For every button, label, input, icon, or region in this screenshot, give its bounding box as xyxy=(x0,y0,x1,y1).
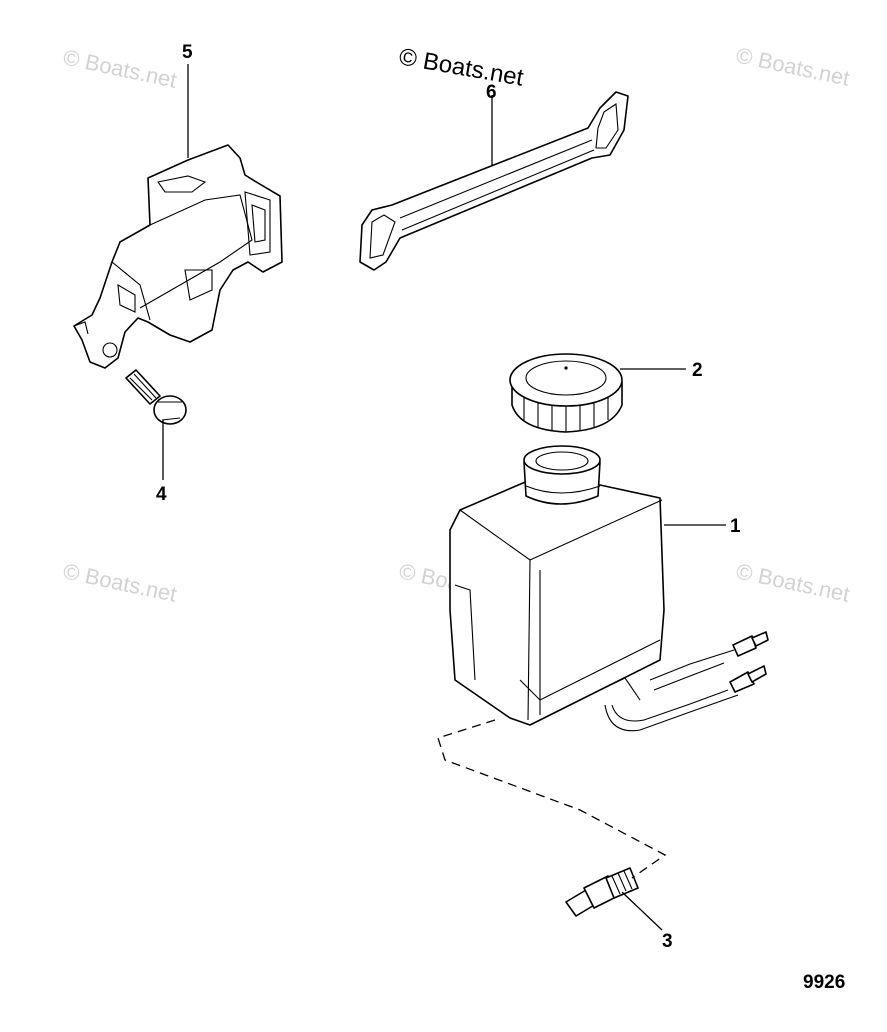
leader-3 xyxy=(621,891,663,931)
callout-2: 2 xyxy=(692,360,703,381)
callout-4: 4 xyxy=(156,484,167,505)
part-2-cap xyxy=(509,353,623,433)
callout-3: 3 xyxy=(662,931,673,952)
part-5-bracket xyxy=(73,144,283,369)
figure-number: 9926 xyxy=(803,972,845,993)
watermark-mid-right: © Boats.net xyxy=(734,558,852,606)
part-3-fitting xyxy=(565,867,639,917)
part-1-reservoir xyxy=(449,445,769,732)
callout-5: 5 xyxy=(182,42,193,63)
callouts: 5 6 2 1 4 3 xyxy=(156,42,741,952)
watermark-top-left: © Boats.net xyxy=(61,44,179,92)
watermark-mid-left: © Boats.net xyxy=(61,558,179,606)
callout-6: 6 xyxy=(486,82,497,103)
leader-lines xyxy=(162,64,726,931)
watermark-top-right: © Boats.net xyxy=(734,42,852,90)
callout-1: 1 xyxy=(730,516,741,537)
part-6-strap xyxy=(359,91,629,271)
assembly-dashed-line xyxy=(437,719,667,879)
watermark-top-center: © Boats.net xyxy=(397,43,526,91)
part-4-bolt xyxy=(125,369,187,425)
